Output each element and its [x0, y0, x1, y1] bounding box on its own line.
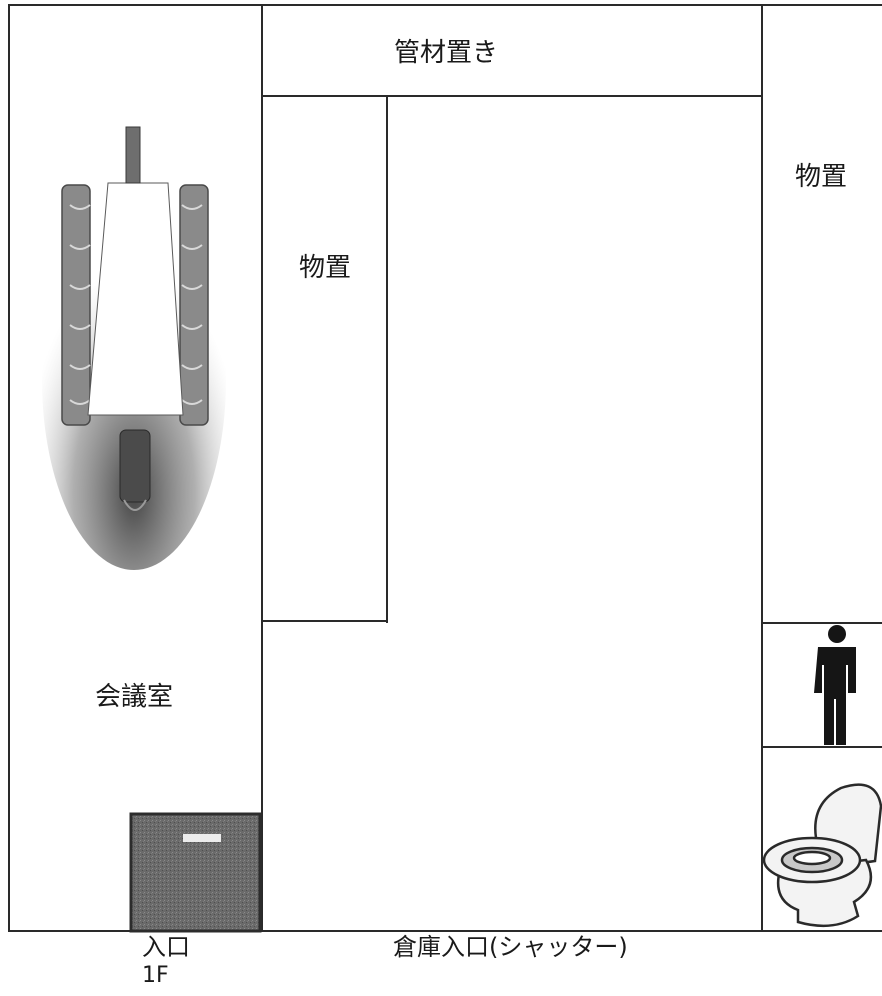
door-icon	[129, 812, 262, 933]
outer-wall-bottom	[8, 930, 882, 932]
storage-right-label: 物置	[795, 162, 848, 192]
conference-table-icon	[42, 126, 226, 570]
wall-pipe-storage-bottom	[261, 95, 763, 97]
toilet-icon	[762, 783, 882, 928]
wall-restroom-top	[761, 622, 882, 624]
wall-storage-left-bottom	[261, 620, 388, 622]
wall-meeting-room-right	[261, 4, 263, 932]
wall-storage-left-right	[386, 95, 388, 623]
wall-restroom-middle	[761, 746, 882, 748]
meeting-room-label: 会議室	[95, 682, 174, 712]
male-restroom-icon	[814, 625, 856, 745]
outer-wall-left	[8, 4, 10, 932]
warehouse-entrance-label: 倉庫入口(シャッター)	[393, 933, 628, 961]
outer-wall-top	[8, 4, 882, 6]
floor-label: 1F	[142, 963, 169, 988]
entrance-label: 入口	[142, 933, 190, 961]
wall-right-column	[761, 4, 763, 932]
storage-left-label: 物置	[299, 253, 352, 283]
pipe-storage-label: 管材置き	[394, 38, 499, 68]
